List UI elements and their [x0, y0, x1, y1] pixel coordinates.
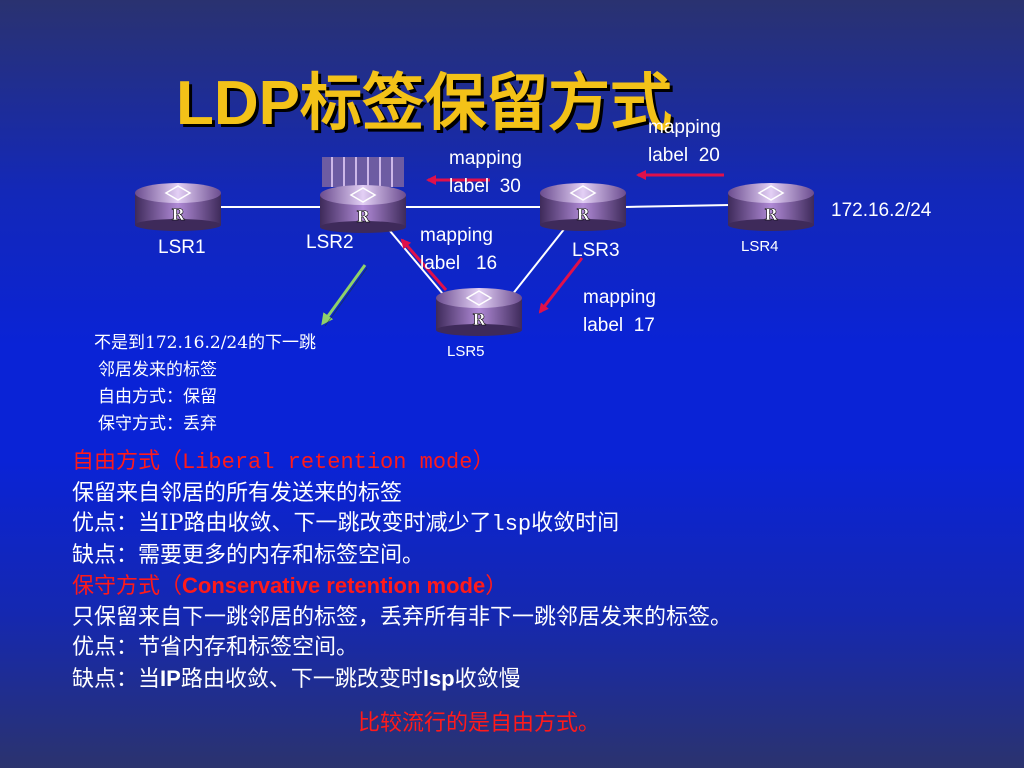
router-icon-lsr2: R — [320, 185, 406, 233]
router-icon-lsr5: R — [436, 288, 522, 336]
router-label-lsr5: LSR5 — [447, 343, 485, 360]
link-lsr3-lsr4 — [624, 204, 731, 208]
router-label-lsr4: LSR4 — [741, 238, 779, 255]
router-label-lsr2: LSR2 — [306, 232, 354, 253]
router-glyph: R — [472, 310, 486, 329]
router-glyph: R — [764, 205, 778, 224]
router-icon-lsr4: R — [728, 183, 814, 231]
note-line: 邻居发来的标签 — [98, 360, 217, 380]
router-glyph: R — [576, 205, 590, 224]
pointer-arrow — [321, 264, 367, 326]
mapping-arrow-16 — [400, 238, 448, 291]
note-line: 不是到172.16.2/24的下一跳 — [94, 333, 317, 353]
router-glyph: R — [171, 205, 185, 224]
link-lsr2-lsr5 — [384, 224, 449, 301]
conservative-con: 缺点：当IP路由收敛、下一跳改变时lsp收敛慢 — [72, 665, 521, 692]
mapping-arrow-17 — [538, 257, 584, 314]
router-label-lsr3: LSR3 — [572, 240, 620, 261]
router-icon-lsr1: R — [135, 183, 221, 231]
link-lsr3-lsr5 — [507, 227, 566, 301]
liberal-heading: 自由方式（Liberal retention mode） — [72, 449, 495, 475]
note-line: 自由方式：保留 — [98, 387, 217, 407]
router-label-lsr1: LSR1 — [158, 237, 206, 258]
liberal-pro: 优点：当IP路由收敛、下一跳改变时减少了lsp收敛时间 — [72, 511, 620, 537]
liberal-desc: 保留来自邻居的所有发送来的标签 — [72, 480, 403, 506]
prefix-label: 172.16.2/24 — [831, 200, 932, 221]
conservative-heading: 保守方式（Conservative retention mode） — [72, 573, 508, 599]
callout-note: 不是到172.16.2/24的下一跳 邻居发来的标签 自由方式：保留 保守方式：… — [94, 330, 316, 438]
explanation-text: 自由方式（Liberal retention mode） 保留来自邻居的所有发送… — [72, 447, 732, 695]
router-icon-lsr3: R — [540, 183, 626, 231]
page-title: LDP标签保留方式 — [176, 69, 673, 138]
note-line: 保守方式：丢弃 — [98, 414, 217, 434]
conservative-pro: 优点：节省内存和标签空间。 — [72, 635, 359, 660]
lsr2-backplate — [322, 157, 404, 187]
conservative-desc: 只保留来自下一跳邻居的标签，丢弃所有非下一跳邻居发来的标签。 — [72, 604, 733, 630]
router-glyph: R — [356, 207, 370, 226]
liberal-con: 缺点：需要更多的内存和标签空间。 — [72, 542, 425, 568]
conclusion-text: 比较流行的是自由方式。 — [358, 711, 601, 736]
